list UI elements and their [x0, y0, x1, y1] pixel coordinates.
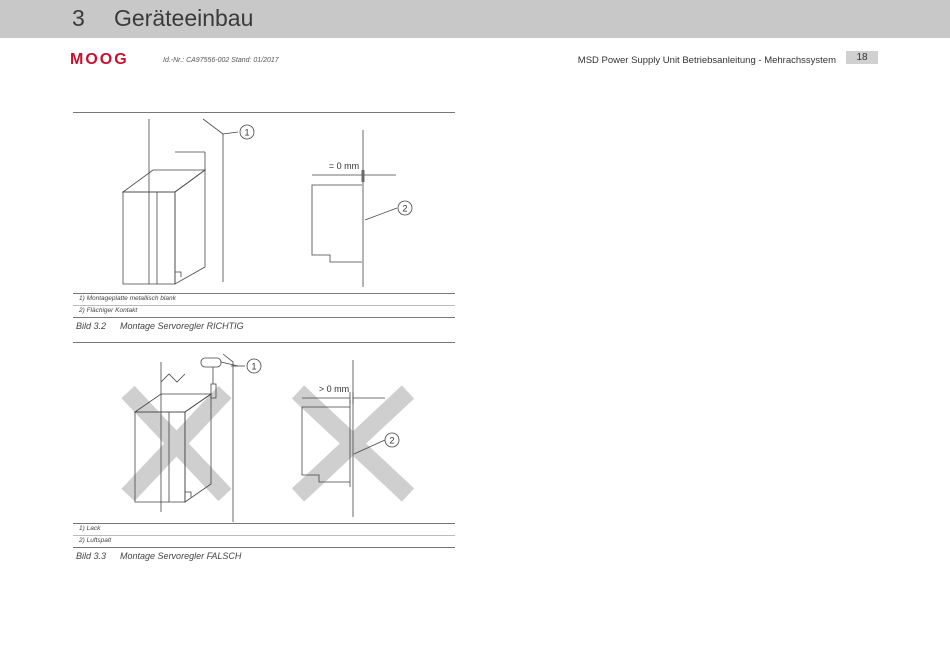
callout-2: 2	[389, 436, 394, 446]
caption-text: Montage Servoregler FALSCH	[120, 551, 241, 561]
callout-1: 1	[244, 128, 249, 138]
figure-caption: Bild 3.2 Montage Servoregler RICHTIG	[76, 321, 244, 331]
moog-logo: MOOG	[70, 51, 129, 69]
legend-item-1: 1) Montageplatte metallisch blank	[79, 295, 176, 302]
figure-3-3: 1 2 > 0 mm 1) Lack 2) Luftspalt Bild 3.3…	[73, 342, 455, 566]
figure-3-2: 1 2 = 0 mm 1) Montageplatte metallisch b…	[73, 112, 455, 336]
manual-title: MSD Power Supply Unit Betriebsanleitung …	[578, 55, 836, 66]
document-id: Id.-Nr.: CA97556-002 Stand: 01/2017	[163, 57, 279, 64]
callout-2: 2	[402, 204, 407, 214]
callout-1: 1	[251, 362, 256, 372]
legend-item-1: 1) Lack	[79, 525, 100, 532]
page-number: 18	[846, 51, 878, 64]
mounting-wrong-drawing: 1 2 > 0 mm	[73, 342, 455, 522]
caption-rule	[73, 317, 455, 318]
legend-divider	[73, 535, 455, 536]
dimension-label: = 0 mm	[329, 161, 359, 171]
chapter-header-band: 3 Geräteeinbau	[0, 0, 950, 38]
caption-rule	[73, 547, 455, 548]
legend-rule	[73, 293, 455, 294]
caption-text: Montage Servoregler RICHTIG	[120, 321, 244, 331]
legend-divider	[73, 305, 455, 306]
legend-rule	[73, 523, 455, 524]
wrong-cross-left	[128, 392, 225, 495]
legend-item-2: 2) Luftspalt	[79, 537, 111, 544]
caption-number: Bild 3.2	[76, 321, 106, 331]
mounting-correct-drawing: 1 2 = 0 mm	[73, 112, 455, 292]
legend-item-2: 2) Flächiger Kontakt	[79, 307, 137, 314]
caption-number: Bild 3.3	[76, 551, 106, 561]
chapter-number: 3	[72, 5, 85, 32]
chapter-title: Geräteeinbau	[114, 5, 253, 32]
dimension-label: > 0 mm	[319, 384, 349, 394]
figure-caption: Bild 3.3 Montage Servoregler FALSCH	[76, 551, 241, 561]
